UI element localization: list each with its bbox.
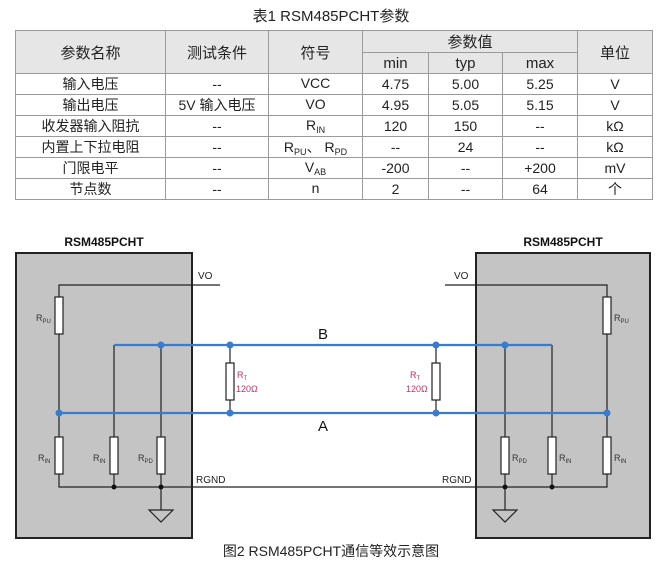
resistor-label: RIN — [38, 453, 51, 465]
header-min: min — [362, 52, 429, 74]
right-chip-box — [475, 252, 651, 539]
cell-typ: 5.00 — [428, 73, 503, 95]
resistor-label: RIN — [559, 453, 572, 465]
rt-value: 120Ω — [236, 384, 258, 394]
table-row: 输出电压 5V 输入电压 VO 4.95 5.05 5.15 V — [15, 94, 653, 116]
cell-typ: 5.05 — [428, 94, 503, 116]
resistor-rt-right — [431, 362, 441, 401]
rt-value: 120Ω — [406, 384, 428, 394]
cell-min: 120 — [362, 115, 429, 137]
cell-symbol: VAB — [268, 157, 363, 179]
header-typ: typ — [428, 52, 503, 74]
resistor-rpd-right — [500, 436, 510, 475]
cell-max: +200 — [502, 157, 578, 179]
table-row: 输入电压 -- VCC 4.75 5.00 5.25 V — [15, 73, 653, 95]
line-b-label: B — [318, 326, 328, 343]
cell-typ: -- — [428, 178, 503, 200]
line-a-label: A — [318, 418, 328, 435]
left-vo-rgnd-wire — [58, 284, 220, 488]
resistor-label: RPU — [36, 313, 51, 325]
cell-max: 5.15 — [502, 94, 578, 116]
rt-label: RT — [237, 370, 248, 382]
table-row: 门限电平 -- VAB -200 -- +200 mV — [15, 157, 653, 179]
resistor-rt-left — [225, 362, 235, 401]
cell-unit: kΩ — [577, 115, 653, 137]
cell-unit: mV — [577, 157, 653, 179]
resistor-rin-left-2 — [109, 436, 119, 475]
cell-name: 输出电压 — [15, 94, 166, 116]
header-unit: 单位 — [577, 30, 653, 74]
figure-caption: 图2 RSM485PCHT通信等效示意图 — [222, 543, 440, 559]
cell-min: -200 — [362, 157, 429, 179]
cell-min: -- — [362, 136, 429, 158]
left-chip-box — [15, 252, 193, 539]
ground-icon — [147, 509, 175, 523]
cell-unit: V — [577, 73, 653, 95]
circuit-diagram: RSM485PCHT RSM485PCHT VO — [15, 235, 651, 539]
table-row: 收发器输入阻抗 -- RIN 120 150 -- kΩ — [15, 115, 653, 137]
cell-unit: V — [577, 94, 653, 116]
cell-condition: -- — [165, 115, 269, 137]
cell-condition: 5V 输入电压 — [165, 94, 269, 116]
resistor-rin-left — [54, 436, 64, 475]
cell-symbol: RIN — [268, 115, 363, 137]
left-chip-label: RSM485PCHT — [64, 235, 144, 249]
cell-typ: 24 — [428, 136, 503, 158]
table-row: 节点数 -- n 2 -- 64 个 — [15, 178, 653, 200]
resistor-label: RPD — [512, 453, 528, 465]
cell-unit: kΩ — [577, 136, 653, 158]
vo-label-left: VO — [198, 271, 213, 282]
resistor-label: RIN — [93, 453, 106, 465]
rgnd-label-right: RGND — [442, 475, 471, 486]
resistor-label: RIN — [614, 453, 627, 465]
cell-max: 64 — [502, 178, 578, 200]
cell-min: 4.75 — [362, 73, 429, 95]
cell-unit: 个 — [577, 178, 653, 200]
cell-name: 输入电压 — [15, 73, 166, 95]
cell-symbol: RPU、 RPD — [268, 136, 363, 158]
cell-condition: -- — [165, 178, 269, 200]
cell-typ: 150 — [428, 115, 503, 137]
header-max: max — [502, 52, 578, 74]
table-title: 表1 RSM485PCHT参数 — [252, 8, 410, 25]
cell-typ: -- — [428, 157, 503, 179]
cell-min: 4.95 — [362, 94, 429, 116]
cell-symbol: VO — [268, 94, 363, 116]
rt-label: RT — [410, 370, 421, 382]
cell-min: 2 — [362, 178, 429, 200]
resistor-label: RPD — [138, 453, 154, 465]
cell-max: 5.25 — [502, 73, 578, 95]
cell-condition: -- — [165, 157, 269, 179]
ground-icon — [491, 509, 519, 523]
resistor-rpu-left — [54, 296, 64, 335]
cell-symbol: n — [268, 178, 363, 200]
header-condition: 测试条件 — [165, 30, 269, 74]
cell-name: 内置上下拉电阻 — [15, 136, 166, 158]
cell-max: -- — [502, 136, 578, 158]
rgnd-label-left: RGND — [196, 475, 225, 486]
right-chip-label: RSM485PCHT — [523, 235, 603, 249]
resistor-rin-right — [602, 436, 612, 475]
resistor-label: RPU — [614, 313, 629, 325]
resistor-rpd-left — [156, 436, 166, 475]
cell-name: 门限电平 — [15, 157, 166, 179]
resistor-rpu-right — [602, 296, 612, 335]
cell-symbol: VCC — [268, 73, 363, 95]
table-row: 内置上下拉电阻 -- RPU、 RPD -- 24 -- kΩ — [15, 136, 653, 158]
header-name: 参数名称 — [15, 30, 166, 74]
cell-condition: -- — [165, 73, 269, 95]
header-symbol: 符号 — [268, 30, 363, 74]
cell-condition: -- — [165, 136, 269, 158]
parameter-table: 参数名称 测试条件 符号 参数值 单位 min typ max 输入电压 -- … — [15, 30, 653, 200]
vo-label-right: VO — [454, 271, 469, 282]
resistor-rin-right-2 — [547, 436, 557, 475]
cell-max: -- — [502, 115, 578, 137]
header-values: 参数值 — [362, 30, 578, 53]
cell-name: 收发器输入阻抗 — [15, 115, 166, 137]
cell-name: 节点数 — [15, 178, 166, 200]
